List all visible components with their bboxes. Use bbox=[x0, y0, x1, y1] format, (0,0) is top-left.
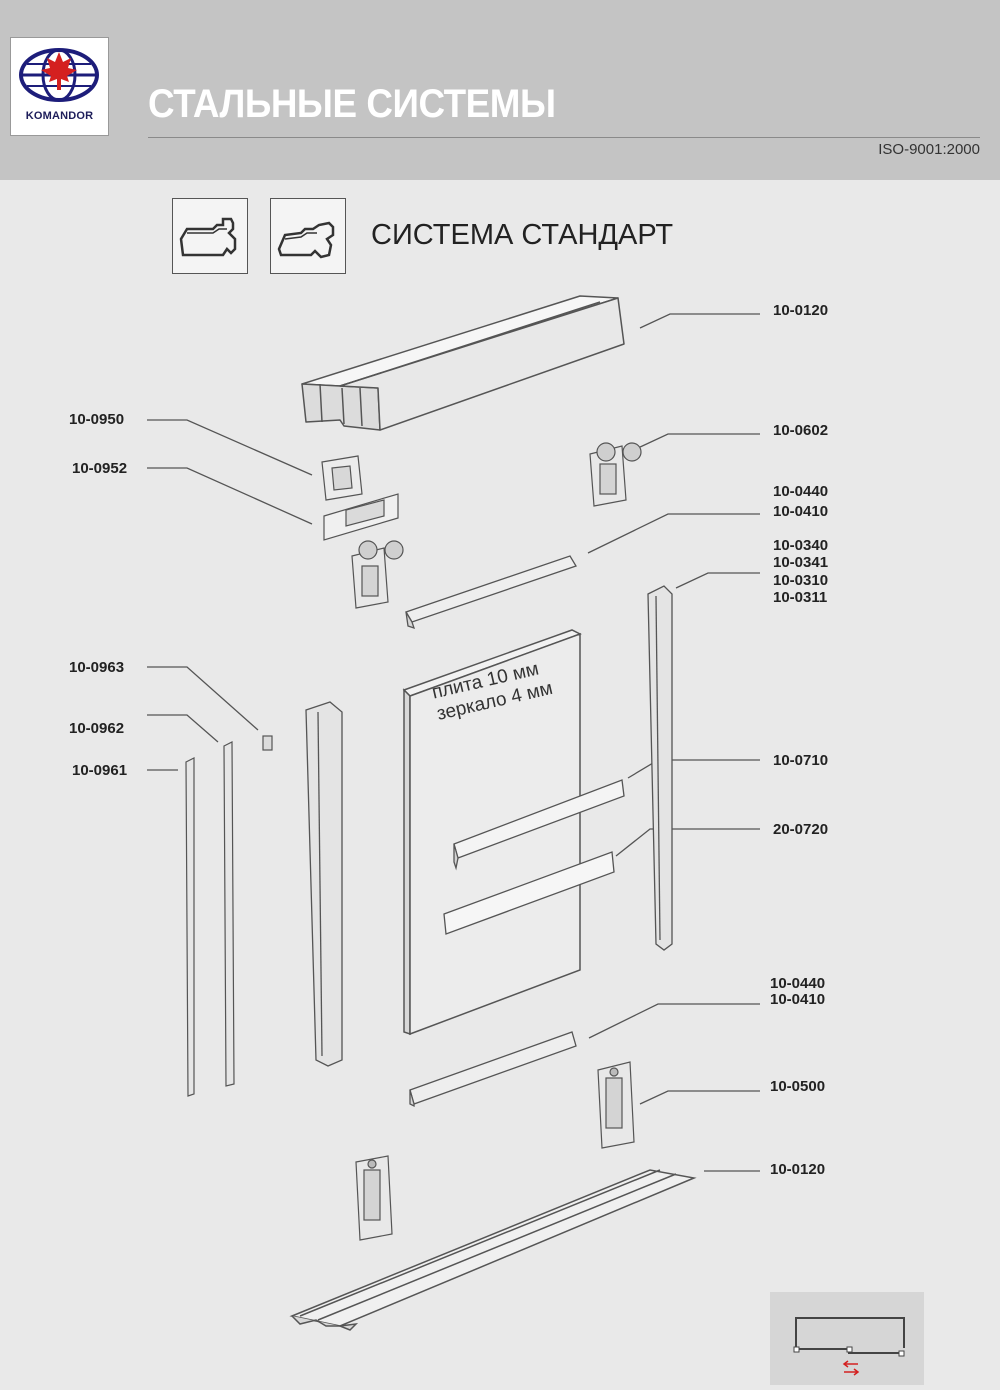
divider-insert bbox=[443, 851, 615, 935]
bottom-frame-profile bbox=[409, 1031, 577, 1108]
part-label-top-roller: 10-0602 bbox=[773, 422, 829, 439]
top-roller-left bbox=[351, 540, 404, 609]
brand-logo: KOMANDOR bbox=[10, 37, 109, 136]
part-label-top-track: 10-0120 bbox=[773, 302, 829, 319]
profile-type-b-icon bbox=[277, 221, 335, 259]
title-divider bbox=[148, 137, 980, 138]
part-label-divider-insert: 20-0720 bbox=[773, 821, 829, 838]
clip bbox=[262, 735, 273, 751]
page-header: KOMANDOR СТАЛЬНЫЕ СИСТЕМЫ ISO-9001:2000 bbox=[0, 0, 1000, 180]
part-label-stopper-plate: 10-0952 bbox=[72, 460, 128, 477]
part-label-clip: 10-0963 bbox=[69, 659, 125, 676]
part-label-top-frame-a: 10-0440 bbox=[773, 483, 829, 500]
seal-profiles bbox=[185, 741, 235, 1097]
bottom-roller-right bbox=[597, 1061, 635, 1149]
system-title: СИСТЕМА СТАНДАРТ bbox=[371, 219, 674, 251]
top-track bbox=[301, 295, 625, 431]
part-label-seal-b: 10-0961 bbox=[72, 762, 128, 779]
iso-certification: ISO-9001:2000 bbox=[878, 141, 980, 158]
bottom-track bbox=[289, 1169, 697, 1331]
right-handle-profile bbox=[647, 585, 673, 951]
brand-name: KOMANDOR bbox=[25, 110, 94, 122]
part-label-bottom-frame-a: 10-0440 bbox=[770, 975, 826, 992]
komandor-globe-icon bbox=[19, 48, 99, 102]
divider-profile bbox=[453, 779, 625, 871]
left-handle-profile bbox=[305, 701, 343, 1067]
part-label-handle-a: 10-0340 bbox=[773, 537, 829, 554]
part-label-stopper: 10-0950 bbox=[69, 411, 125, 428]
part-label-divider: 10-0710 bbox=[773, 752, 829, 769]
top-roller-right bbox=[589, 442, 642, 507]
door-schematic bbox=[770, 1292, 924, 1385]
profile-type-a-box bbox=[172, 198, 248, 274]
top-frame-profile bbox=[405, 555, 577, 630]
leader-lines bbox=[147, 313, 760, 1172]
part-label-handle-d: 10-0311 bbox=[773, 589, 828, 606]
door-schematic-icon bbox=[793, 1317, 905, 1376]
profile-type-a-icon bbox=[179, 217, 237, 257]
part-label-handle-b: 10-0341 bbox=[773, 554, 829, 571]
part-label-handle-c: 10-0310 bbox=[773, 572, 829, 589]
part-label-bottom-track: 10-0120 bbox=[770, 1161, 826, 1178]
part-label-top-frame-b: 10-0410 bbox=[773, 503, 829, 520]
stopper bbox=[321, 455, 363, 501]
part-label-seal-a: 10-0962 bbox=[69, 720, 125, 737]
profile-type-b-box bbox=[270, 198, 346, 274]
page-title: СТАЛЬНЫЕ СИСТЕМЫ bbox=[148, 82, 556, 126]
part-label-bottom-frame-b: 10-0410 bbox=[770, 991, 826, 1008]
bottom-roller-left bbox=[355, 1155, 393, 1241]
part-label-bottom-roller: 10-0500 bbox=[770, 1078, 826, 1095]
stopper-plate bbox=[323, 493, 399, 541]
